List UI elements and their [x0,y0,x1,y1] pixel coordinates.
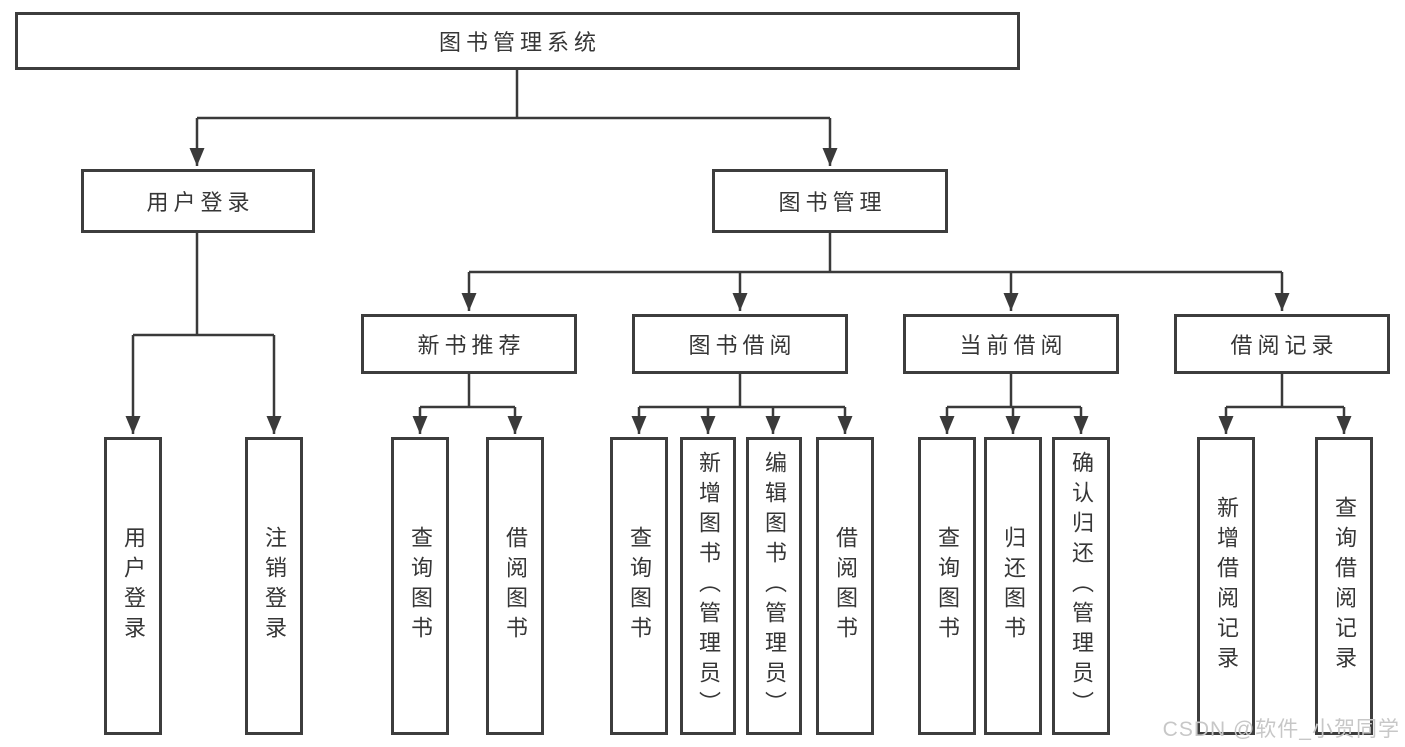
leaf-add-borrow-record: 新增借阅记录 [1197,437,1255,735]
leaf-query-books-borrow: 查询图书 [610,437,668,735]
leaf-query-books-current: 查询图书 [918,437,976,735]
leaf-query-books-current-label: 查询图书 [935,526,960,646]
watermark: CSDN @软件_小贺同学 [1162,718,1400,741]
leaf-confirm-return-admin-label: 确认归还（管理员） [1069,451,1094,721]
node-book-borrow: 图书借阅 [632,314,848,374]
leaf-user-login-label: 用户登录 [121,526,146,646]
leaf-borrow-books-recommend: 借阅图书 [486,437,544,735]
leaf-add-books-admin: 新增图书（管理员） [680,437,736,735]
leaf-borrow-books-borrow: 借阅图书 [816,437,874,735]
leaf-add-books-admin-label: 新增图书（管理员） [696,451,721,721]
leaf-add-borrow-record-label: 新增借阅记录 [1214,496,1239,676]
leaf-query-books-recommend-label: 查询图书 [408,526,433,646]
node-book-management-label: 图书管理 [778,190,887,215]
leaf-logout-label: 注销登录 [262,526,287,646]
leaf-return-books: 归还图书 [984,437,1042,735]
leaf-edit-books-admin-label: 编辑图书（管理员） [762,451,787,721]
leaf-query-books-borrow-label: 查询图书 [627,526,652,646]
leaf-borrow-books-borrow-label: 借阅图书 [833,526,858,646]
leaf-query-books-recommend: 查询图书 [391,437,449,735]
node-new-book-recommend-label: 新书推荐 [417,333,526,358]
node-book-management: 图书管理 [712,169,948,233]
node-root-label: 图书管理系统 [438,30,601,55]
leaf-borrow-books-recommend-label: 借阅图书 [503,526,528,646]
leaf-query-borrow-record: 查询借阅记录 [1315,437,1373,735]
leaf-return-books-label: 归还图书 [1001,526,1026,646]
leaf-confirm-return-admin: 确认归还（管理员） [1052,437,1110,735]
node-user-login: 用户登录 [81,169,315,233]
node-new-book-recommend: 新书推荐 [361,314,577,374]
node-book-borrow-label: 图书借阅 [688,333,797,358]
node-current-borrow-label: 当前借阅 [959,333,1068,358]
leaf-logout: 注销登录 [245,437,303,735]
node-borrow-records: 借阅记录 [1174,314,1390,374]
node-current-borrow: 当前借阅 [903,314,1119,374]
leaf-query-borrow-record-label: 查询借阅记录 [1332,496,1357,676]
leaf-user-login: 用户登录 [104,437,162,735]
node-user-login-label: 用户登录 [146,190,255,215]
node-borrow-records-label: 借阅记录 [1230,333,1339,358]
node-root: 图书管理系统 [15,12,1020,70]
leaf-edit-books-admin: 编辑图书（管理员） [746,437,802,735]
